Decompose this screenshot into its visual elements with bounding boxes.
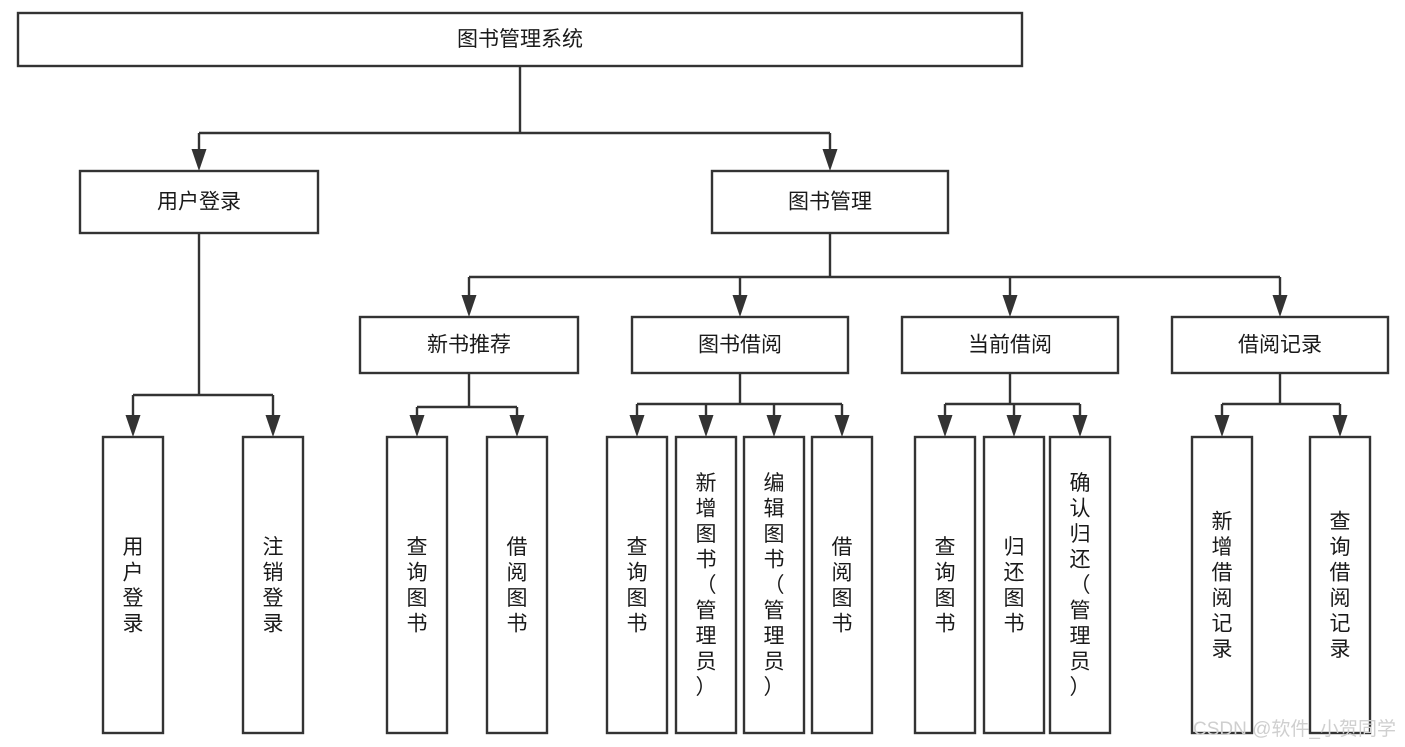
- node-label-new-book-recommend: 新书推荐: [427, 334, 511, 357]
- node-box-book-borrow: [630, 315, 850, 375]
- node-box-leaf-query-borrow-record: [1308, 435, 1372, 735]
- node-label-book-management: 图书管理: [788, 191, 872, 214]
- node-leaf-query-borrow-record[interactable]: 查询借阅记录: [1308, 435, 1372, 735]
- node-book-management[interactable]: 图书管理: [710, 169, 950, 235]
- node-leaf-logout[interactable]: 注销登录: [241, 435, 305, 735]
- connector-group-user-login: [125, 233, 281, 437]
- node-box-leaf-query-book-current: [913, 435, 977, 735]
- node-label-leaf-query-book-new: 查询图书: [407, 536, 428, 636]
- connector-group-book-borrow: [629, 373, 850, 437]
- node-book-borrow[interactable]: 图书借阅: [630, 315, 850, 375]
- connector-group-new-book-recommend: [409, 373, 525, 437]
- node-box-user-login: [78, 169, 320, 235]
- node-label-leaf-logout: 注销登录: [263, 536, 284, 636]
- node-box-leaf-user-login: [101, 435, 165, 735]
- node-label-user-login: 用户登录: [157, 191, 241, 214]
- node-leaf-user-login[interactable]: 用户登录: [101, 435, 165, 735]
- node-leaf-confirm-return[interactable]: 确认归还（管理员）: [1048, 435, 1112, 735]
- node-box-current-borrow: [900, 315, 1120, 375]
- node-label-leaf-query-borrow-record: 查询借阅记录: [1330, 510, 1351, 661]
- node-user-login[interactable]: 用户登录: [78, 169, 320, 235]
- node-box-leaf-borrow-book: [810, 435, 874, 735]
- node-leaf-add-borrow-record[interactable]: 新增借阅记录: [1190, 435, 1254, 735]
- connector-group-borrow-records: [1214, 373, 1348, 437]
- csdn-watermark: CSDN @软件_小贺同学: [1193, 718, 1396, 740]
- node-box-leaf-borrow-book-new: [485, 435, 549, 735]
- node-leaf-borrow-book[interactable]: 借阅图书: [810, 435, 874, 735]
- node-label-leaf-borrow-book: 借阅图书: [832, 536, 853, 636]
- node-borrow-records[interactable]: 借阅记录: [1170, 315, 1390, 375]
- node-leaf-edit-book[interactable]: 编辑图书（管理员）: [742, 435, 806, 735]
- node-leaf-query-book-borrow[interactable]: 查询图书: [605, 435, 669, 735]
- node-leaf-add-book[interactable]: 新增图书（管理员）: [674, 435, 738, 735]
- connector-layer: [125, 66, 1348, 437]
- node-leaf-query-book-current[interactable]: 查询图书: [913, 435, 977, 735]
- node-box-book-management: [710, 169, 950, 235]
- node-box-leaf-confirm-return: [1048, 435, 1112, 735]
- node-current-borrow[interactable]: 当前借阅: [900, 315, 1120, 375]
- node-label-leaf-query-book-borrow: 查询图书: [627, 536, 648, 636]
- node-box-leaf-add-book: [674, 435, 738, 735]
- node-label-leaf-add-book: 新增图书（管理员）: [696, 472, 717, 699]
- node-label-leaf-user-login: 用户登录: [123, 536, 144, 636]
- node-label-book-borrow: 图书借阅: [698, 334, 782, 357]
- connector-group-root: [191, 66, 838, 171]
- node-box-borrow-records: [1170, 315, 1390, 375]
- node-box-leaf-logout: [241, 435, 305, 735]
- node-label-borrow-records: 借阅记录: [1238, 334, 1322, 357]
- node-label-leaf-return-book: 归还图书: [1004, 536, 1025, 636]
- node-leaf-return-book[interactable]: 归还图书: [982, 435, 1046, 735]
- node-label-leaf-confirm-return: 确认归还（管理员）: [1070, 472, 1091, 699]
- node-label-current-borrow: 当前借阅: [968, 334, 1052, 357]
- node-root[interactable]: 图书管理系统: [16, 11, 1024, 68]
- connector-group-current-borrow: [937, 373, 1088, 437]
- node-box-new-book-recommend: [358, 315, 580, 375]
- node-label-root: 图书管理系统: [457, 28, 583, 51]
- node-new-book-recommend[interactable]: 新书推荐: [358, 315, 580, 375]
- node-box-leaf-add-borrow-record: [1190, 435, 1254, 735]
- node-label-leaf-add-borrow-record: 新增借阅记录: [1212, 510, 1233, 661]
- node-box-root: [16, 11, 1024, 68]
- node-label-leaf-edit-book: 编辑图书（管理员）: [764, 472, 785, 699]
- node-layer: 图书管理系统用户登录图书管理新书推荐图书借阅当前借阅借阅记录用户登录注销登录查询…: [16, 11, 1390, 735]
- node-label-leaf-borrow-book-new: 借阅图书: [507, 536, 528, 636]
- node-box-leaf-query-book-borrow: [605, 435, 669, 735]
- node-leaf-borrow-book-new[interactable]: 借阅图书: [485, 435, 549, 735]
- node-box-leaf-edit-book: [742, 435, 806, 735]
- connector-group-book-management: [461, 233, 1288, 317]
- node-leaf-query-book-new[interactable]: 查询图书: [385, 435, 449, 735]
- node-label-leaf-query-book-current: 查询图书: [935, 536, 956, 636]
- watermark-layer: CSDN @软件_小贺同学: [1193, 718, 1396, 740]
- node-box-leaf-return-book: [982, 435, 1046, 735]
- node-box-leaf-query-book-new: [385, 435, 449, 735]
